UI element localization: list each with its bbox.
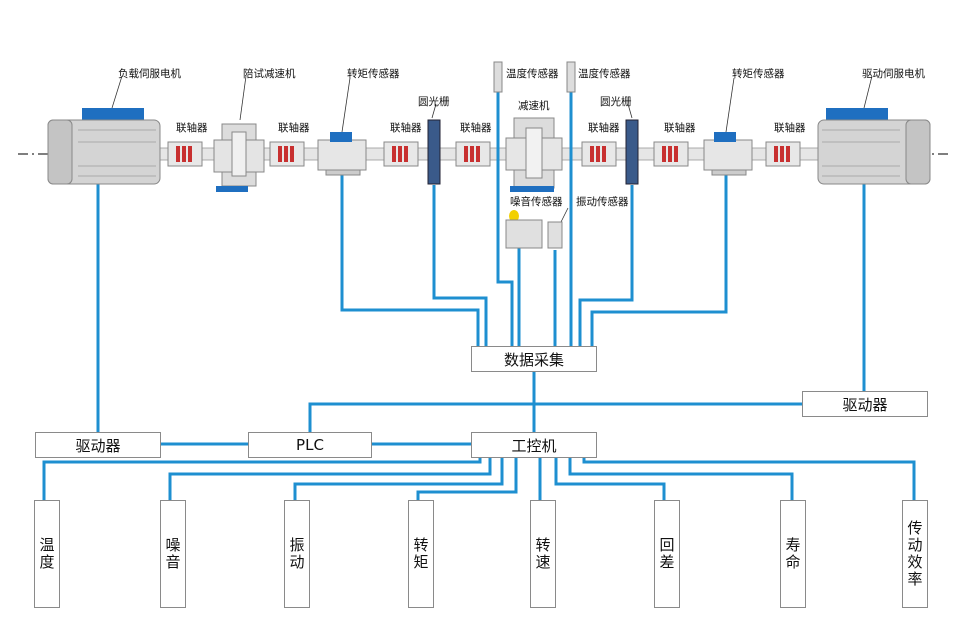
wire-out-1 — [168, 458, 492, 500]
label-coupling-1: 联轴器 — [176, 122, 208, 134]
wire-grating-left — [432, 185, 488, 346]
noise-sensor — [505, 210, 543, 249]
output-speed: 转速 — [530, 500, 556, 608]
torque-sensor-right — [703, 132, 753, 176]
label-coupling-4: 联轴器 — [460, 122, 492, 134]
label-coupling-7: 联轴器 — [774, 122, 806, 134]
coupling-3 — [383, 141, 419, 167]
output-efficiency: 传动效率 — [902, 500, 928, 608]
label-drive-motor: 驱动伺服电机 — [862, 68, 925, 80]
temp-probe-left — [493, 61, 503, 93]
label-coupling-5: 联轴器 — [588, 122, 620, 134]
load-servo-motor — [47, 108, 161, 185]
label-coupling-6: 联轴器 — [664, 122, 696, 134]
label-torque-left: 转矩传感器 — [347, 68, 400, 80]
output-noise: 噪音 — [160, 500, 186, 608]
wire-out-7 — [582, 458, 916, 500]
coupling-5 — [581, 141, 617, 167]
label-vibration-sensor: 振动传感器 — [576, 196, 629, 208]
reducer-center — [505, 117, 563, 192]
wire-out-6 — [568, 458, 794, 500]
wire-grating-right — [578, 185, 634, 346]
aux-reducer — [213, 123, 265, 192]
grating-right — [625, 119, 639, 185]
output-vibration: 振动 — [284, 500, 310, 608]
driver-right-box: 驱动器 — [802, 391, 928, 417]
output-temperature: 温度 — [34, 500, 60, 608]
plc-box: PLC — [248, 432, 372, 458]
output-torque: 转矩 — [408, 500, 434, 608]
coupling-4 — [455, 141, 491, 167]
label-noise-sensor: 噪音传感器 — [510, 196, 563, 208]
label-load-motor: 负载伺服电机 — [118, 68, 181, 80]
coupling-7 — [765, 141, 801, 167]
wire-out-3 — [416, 458, 518, 500]
temp-probe-right — [566, 61, 576, 93]
label-reducer: 减速机 — [518, 100, 550, 112]
daq-box: 数据采集 — [471, 346, 597, 372]
label-grating-left: 圆光栅 — [418, 96, 450, 108]
grating-left — [427, 119, 441, 185]
vibration-sensor — [547, 221, 563, 249]
wire-torque-right — [590, 172, 728, 346]
wire-torque-left — [340, 172, 480, 346]
coupling-6 — [653, 141, 689, 167]
driver-left-box: 驱动器 — [35, 432, 161, 458]
wire-out-2 — [293, 458, 504, 500]
ipc-box: 工控机 — [471, 432, 597, 458]
label-coupling-3: 联轴器 — [390, 122, 422, 134]
wire-out-0 — [42, 458, 482, 500]
torque-sensor-left — [317, 132, 367, 176]
wire-temp-left — [496, 92, 514, 346]
output-backlash: 回差 — [654, 500, 680, 608]
label-temp-left: 温度传感器 — [506, 68, 559, 80]
label-coupling-2: 联轴器 — [278, 122, 310, 134]
label-temp-right: 温度传感器 — [578, 68, 631, 80]
label-aux-reducer: 陪试减速机 — [243, 68, 296, 80]
wire-out-5 — [554, 458, 666, 500]
output-life: 寿命 — [780, 500, 806, 608]
coupling-2 — [269, 141, 305, 167]
coupling-1 — [167, 141, 203, 167]
wire-driver-right — [308, 402, 802, 432]
drive-servo-motor — [817, 108, 931, 185]
label-torque-right: 转矩传感器 — [732, 68, 785, 80]
label-grating-right: 圆光栅 — [600, 96, 632, 108]
